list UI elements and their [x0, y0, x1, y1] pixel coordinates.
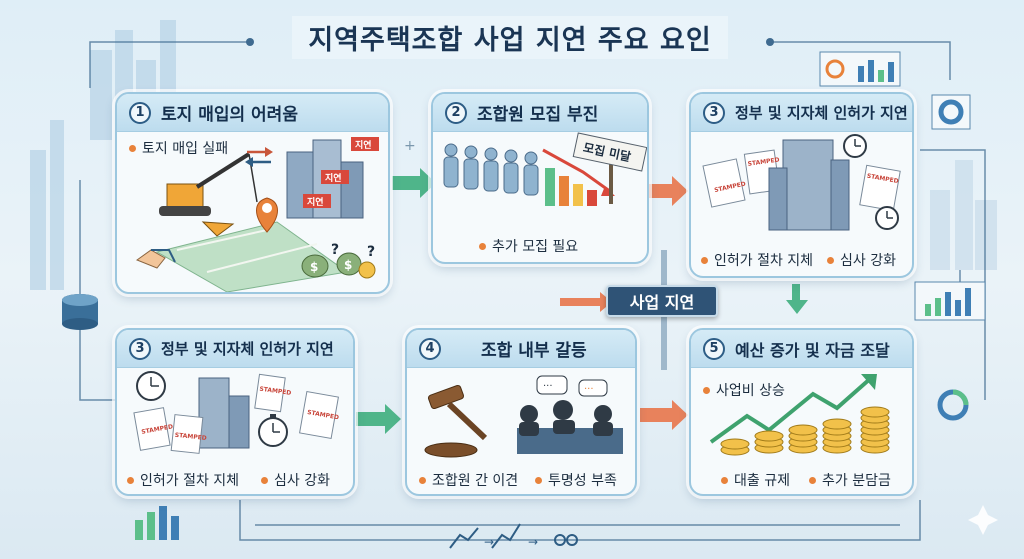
- card-body: STAMPED STAMPED STAMPED STAMPED 인허가 절차 지…: [117, 368, 353, 494]
- arrow-card2-to-card3: [648, 176, 688, 206]
- svg-text:→: →: [528, 535, 538, 549]
- permit-illustration: STAMPED STAMPED STAMPED: [691, 132, 912, 242]
- svg-text:···: ···: [543, 381, 553, 392]
- bullet-item: 조합원 간 이견: [419, 470, 518, 490]
- delay-tag: 지연: [325, 172, 342, 184]
- trend-icons-bottom: [450, 524, 577, 548]
- arrow-card3-down: [786, 284, 808, 314]
- svg-text:+: +: [404, 138, 416, 154]
- land-acquisition-illustration: 지연 지연 지연 $ $ ? ?: [117, 132, 388, 292]
- skyline-right: [930, 160, 997, 270]
- card-number: 1: [129, 102, 151, 124]
- sparkle-icon: [968, 505, 998, 535]
- card-title: 토지 매입의 어려움: [161, 100, 298, 125]
- card-body: ··· ··· 조합원 간 이견 투명성 부족: [407, 368, 635, 494]
- card-title: 예산 증가 및 자금 조달: [735, 337, 890, 361]
- card-body: 모집 미달 추가 모집 필요: [433, 132, 647, 262]
- svg-text:?: ?: [367, 244, 375, 260]
- donut-chart-icon: [932, 95, 970, 129]
- project-delay-label: 사업 지연: [606, 285, 718, 317]
- arguing-people-icon: [517, 400, 623, 454]
- arrow-card1-to-card2: [392, 168, 436, 198]
- card-number: 2: [445, 102, 467, 124]
- card-number: 5: [703, 338, 725, 360]
- svg-text:···: ···: [584, 384, 594, 395]
- budget-illustration: [691, 368, 912, 464]
- government-building-icon: [769, 140, 849, 230]
- delay-tag: 지연: [355, 139, 372, 151]
- card-body: 사업비 상승 대출 규제 추가 분담금: [691, 368, 912, 494]
- bullet-item: 대출 규제: [721, 470, 790, 490]
- card-internal-conflict: 4 조합 내부 갈등 ··· ···: [405, 328, 637, 496]
- gavel-icon: [425, 385, 485, 457]
- svg-text:$: $: [344, 258, 352, 272]
- conflict-illustration: ··· ···: [407, 368, 635, 462]
- bar-chart-icon-top-right: [820, 52, 900, 86]
- bullet-item: 심사 강화: [827, 250, 896, 270]
- bullet-item: 인허가 절차 지체: [127, 470, 239, 490]
- title-container: 지역주택조합 사업 지연 주요 요인: [250, 14, 770, 60]
- card-number: 4: [419, 338, 441, 360]
- card-permit-delay-bottom: 3 정부 및 지자체 인허가 지연 STAMPED STAMPED STAMPE: [115, 328, 355, 496]
- speech-bubble-icons: ··· ···: [537, 376, 607, 396]
- card-title: 조합원 모집 부진: [477, 100, 598, 125]
- page-title: 지역주택조합 사업 지연 주요 요인: [292, 16, 727, 59]
- card-title: 정부 및 지자체 인허가 지연: [161, 338, 334, 359]
- bullet-item: 추가 분담금: [809, 470, 891, 490]
- database-icon: [62, 294, 98, 330]
- card-land-acquisition: 1 토지 매입의 어려움 토지 매입 실패: [115, 92, 390, 294]
- card-body: 토지 매입 실패 지연 지연: [117, 132, 388, 292]
- clock-icon: [137, 372, 165, 400]
- people-icons: [444, 144, 538, 195]
- card-header: 4 조합 내부 갈등: [407, 330, 635, 368]
- delay-tag: 지연: [307, 196, 324, 208]
- card-header: 3 정부 및 지자체 인허가 지연: [691, 94, 912, 132]
- pie-chart-icon-right: [940, 392, 966, 418]
- card-header: 1 토지 매입의 어려움: [117, 94, 388, 132]
- recruitment-sign: 모집 미달: [573, 133, 646, 204]
- card-budget-financing: 5 예산 증가 및 자금 조달 사업비 상승 대출 규제: [689, 328, 914, 496]
- arrow-card4-to-card5: [640, 400, 688, 430]
- bar-chart-icon-right: [915, 282, 985, 320]
- bullet-item: 투명성 부족: [535, 470, 617, 490]
- bullet-item: 인허가 절차 지체: [701, 250, 813, 270]
- card-header: 2 조합원 모집 부진: [433, 94, 647, 132]
- card-header: 3 정부 및 지자체 인허가 지연: [117, 330, 353, 368]
- svg-text:→: →: [484, 535, 494, 549]
- arrow-to-center: [560, 292, 612, 312]
- svg-text:$: $: [310, 260, 318, 274]
- card-body: STAMPED STAMPED STAMPED 인허가 절차 지체 심사 강화: [691, 132, 912, 276]
- recruitment-illustration: 모집 미달: [433, 132, 647, 232]
- arrow-card3b-to-card4: [356, 404, 401, 434]
- card-title: 정부 및 지자체 인허가 지연: [735, 102, 908, 123]
- crane-icon: [159, 154, 257, 236]
- bullet-item: 심사 강화: [261, 470, 330, 490]
- bullet-item: 추가 모집 필요: [479, 236, 578, 256]
- card-number: 3: [129, 338, 151, 360]
- card-number: 3: [703, 102, 725, 124]
- permit-illustration: STAMPED STAMPED STAMPED STAMPED: [117, 368, 353, 462]
- svg-text:?: ?: [331, 242, 339, 258]
- card-member-recruitment: 2 조합원 모집 부진 모집 미달: [431, 92, 649, 264]
- card-permit-delay-top: 3 정부 및 지자체 인허가 지연 STAMPED STAMPED STAMPE…: [689, 92, 914, 278]
- bar-chart-icon-bottom-left: [135, 506, 179, 540]
- card-header: 5 예산 증가 및 자금 조달: [691, 330, 912, 368]
- card-title: 조합 내부 갈등: [481, 336, 587, 361]
- stopwatch-icon: [259, 414, 287, 446]
